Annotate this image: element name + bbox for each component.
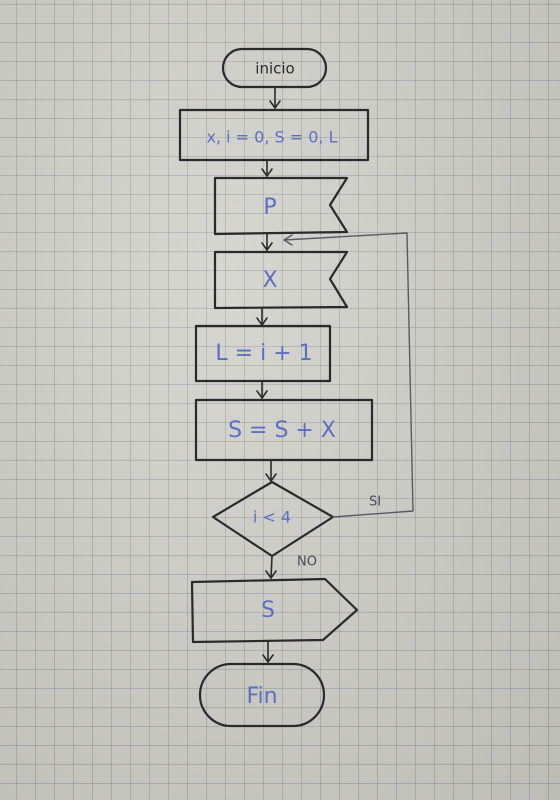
end-terminal: Fin [198,662,326,728]
declaration-block: x, i = 0, S = 0, L [178,108,370,162]
yes-branch-label: SI [369,495,381,510]
arrow-input-p-to-input-x [261,233,273,251]
input-x-label: X [262,268,277,293]
arrow-input-x-to-process-l [256,307,268,326]
declaration-label: x, i = 0, S = 0, L [206,128,337,147]
process-l-label: L = i + 1 [215,341,312,366]
process-l-block: L = i + 1 [194,324,332,383]
no-branch-label: NO [297,555,317,570]
decision-diamond: i < 4 [211,480,335,558]
arrow-start-to-declare [269,86,281,109]
process-s-block: S = S + X [194,398,374,462]
arrow-output-to-end [262,641,274,663]
output-s-label: S [261,598,275,623]
output-s-block: S [190,577,359,644]
end-terminal-label: Fin [246,684,277,709]
input-x-block: X [213,250,349,310]
feedback-loop-arrow [283,232,414,518]
arrow-decision-to-output [265,555,277,579]
start-terminal: inicio [221,47,328,89]
input-p-block: P [213,176,349,236]
input-p-label: P [263,195,276,220]
process-s-label: S = S + X [228,418,336,443]
arrow-process-l-to-process-s [256,380,268,399]
arrow-declare-to-input-p [261,159,273,177]
decision-label: i < 4 [253,508,291,527]
start-terminal-label: inicio [255,60,294,78]
arrow-process-s-to-decision [265,459,277,482]
